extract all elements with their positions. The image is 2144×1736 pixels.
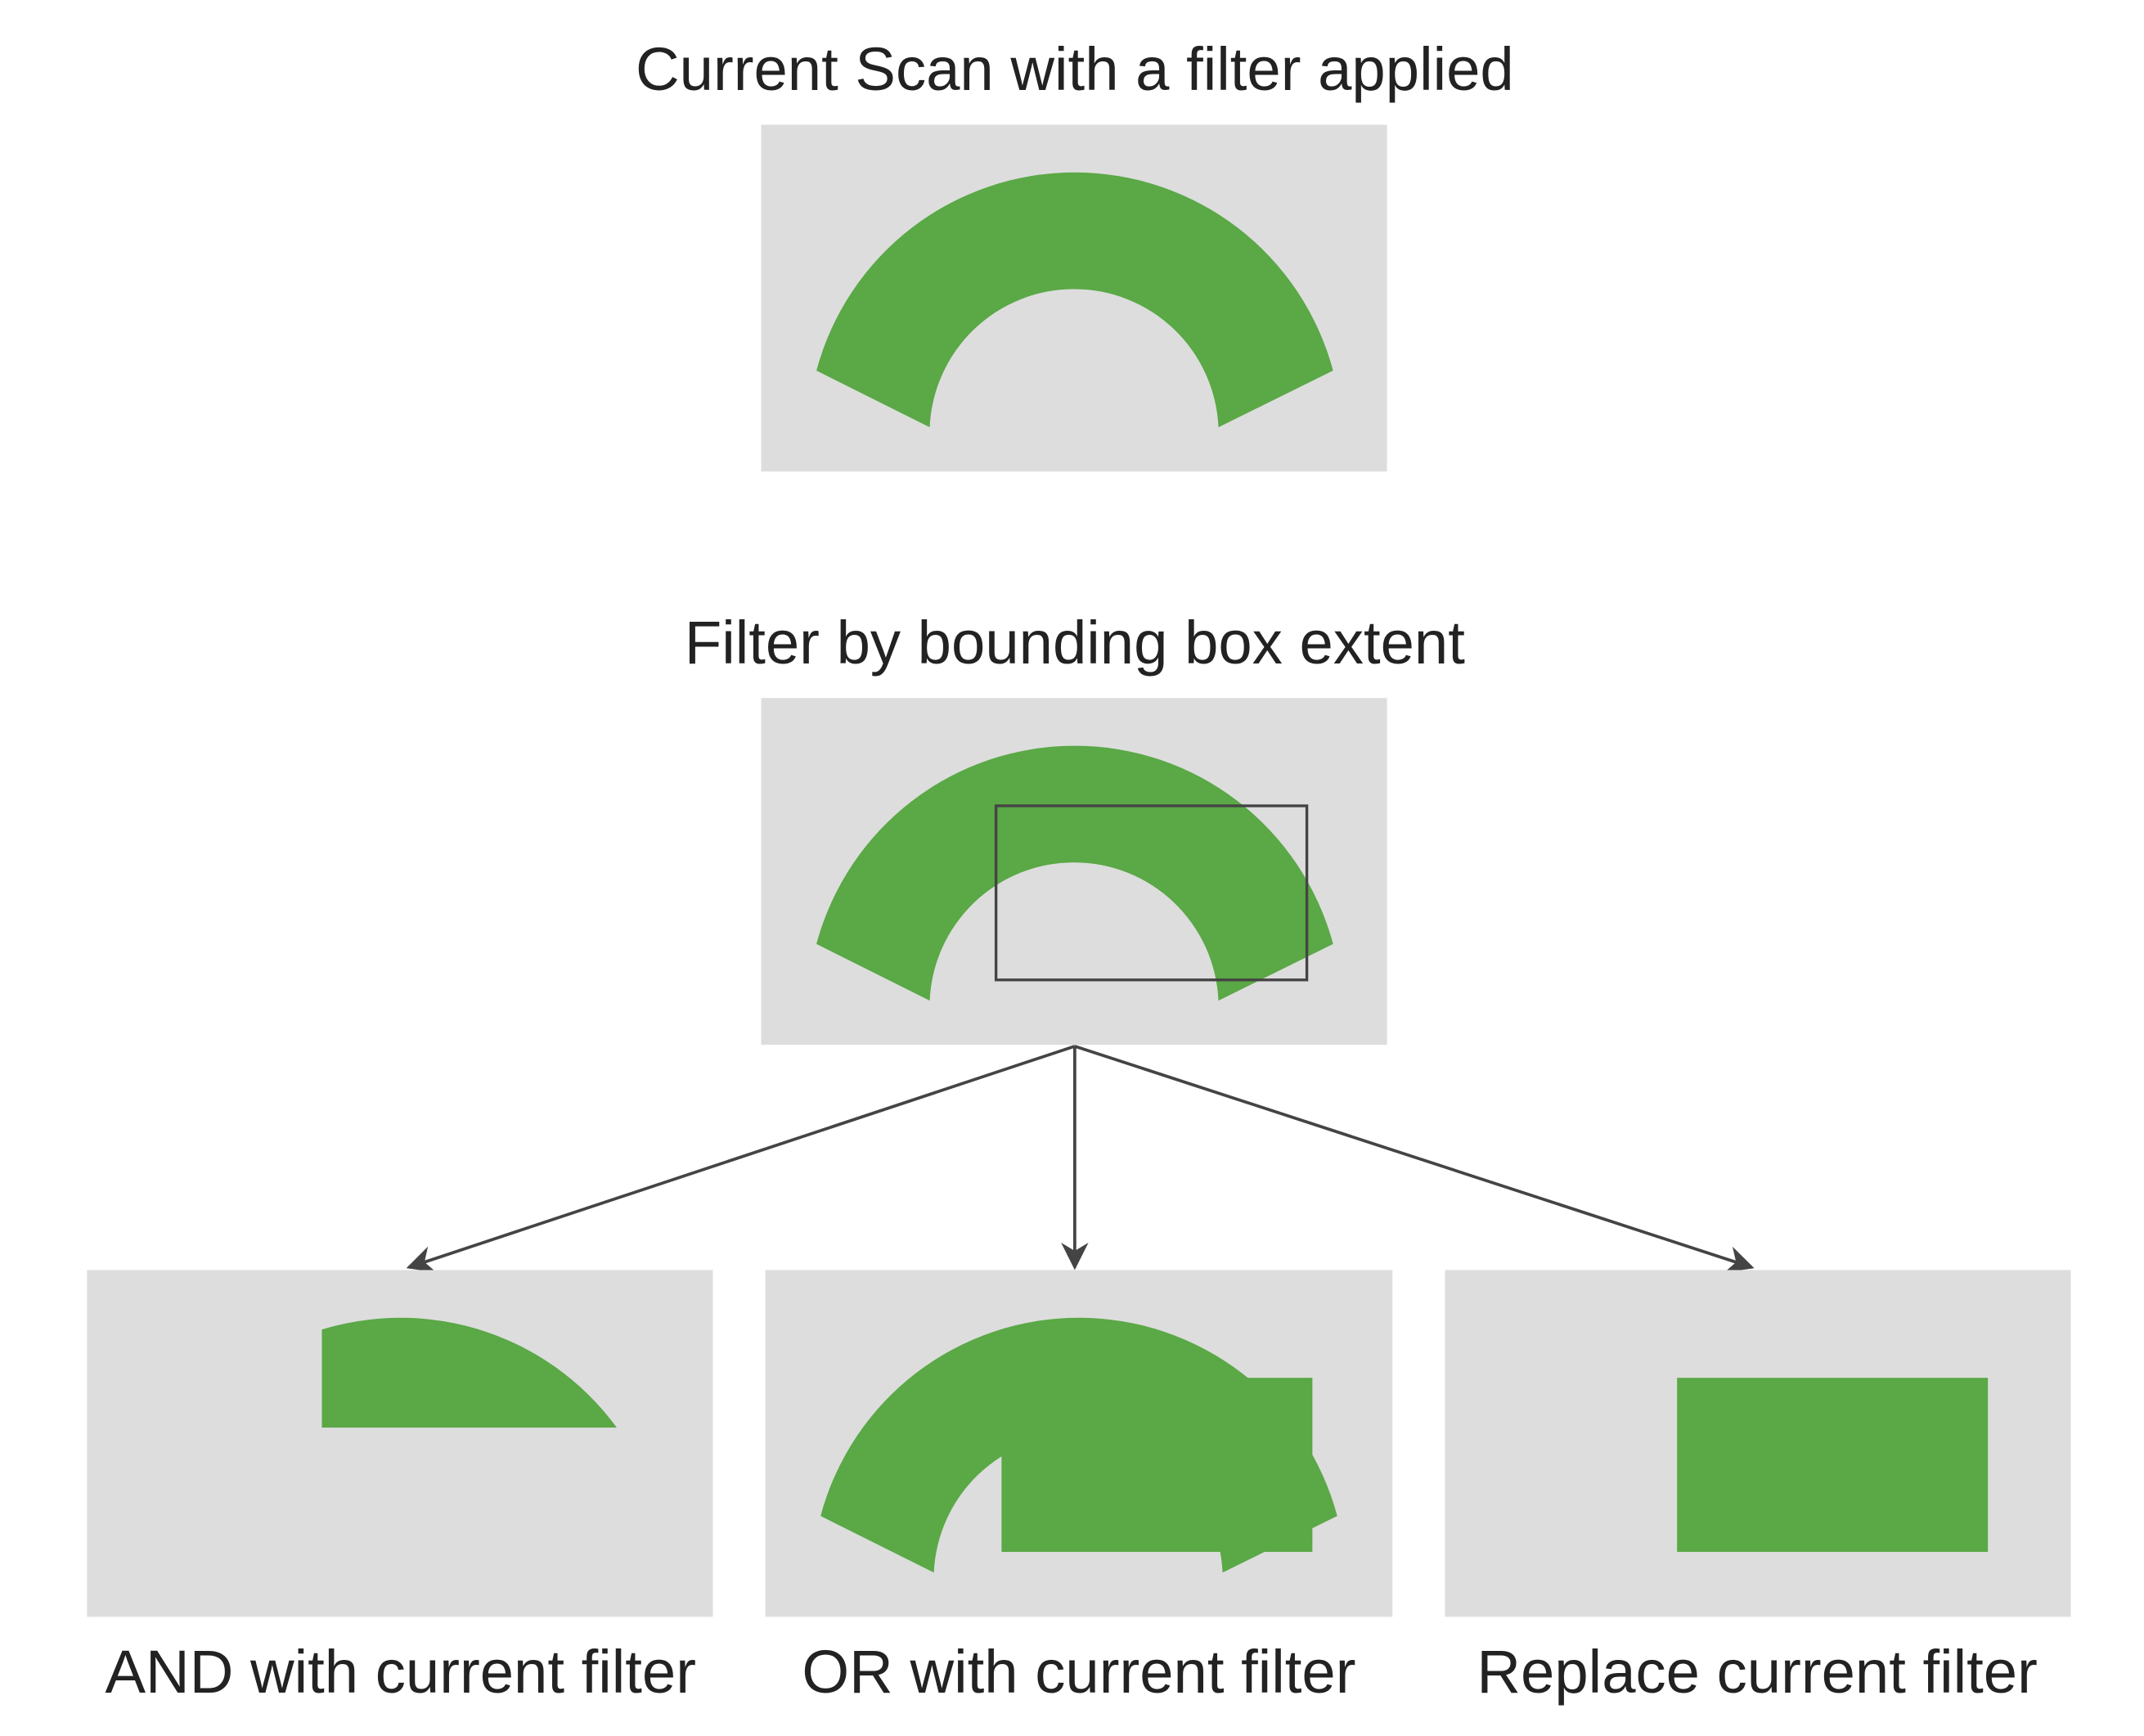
replace-result-box bbox=[1677, 1378, 1989, 1552]
replace-label: Replace current filter bbox=[1477, 1638, 2037, 1706]
middle-title: Filter by bounding box extent bbox=[685, 609, 1465, 677]
bounding-box-panel bbox=[761, 698, 1387, 1046]
or-label: OR with current filter bbox=[802, 1638, 1355, 1706]
and-panel bbox=[87, 1270, 713, 1617]
arrow-replace bbox=[1074, 1045, 1755, 1273]
replace-panel bbox=[1445, 1270, 2071, 1617]
and-label: AND with current filter bbox=[105, 1638, 696, 1706]
or-panel bbox=[765, 1270, 1393, 1617]
current-scan-panel bbox=[761, 124, 1387, 472]
top-title: Current Scan with a filter applied bbox=[636, 35, 1514, 103]
arrow-and bbox=[406, 1045, 1076, 1273]
arrows bbox=[406, 1045, 1755, 1273]
or-result-box bbox=[1001, 1378, 1313, 1552]
bounding-box bbox=[994, 804, 1309, 982]
